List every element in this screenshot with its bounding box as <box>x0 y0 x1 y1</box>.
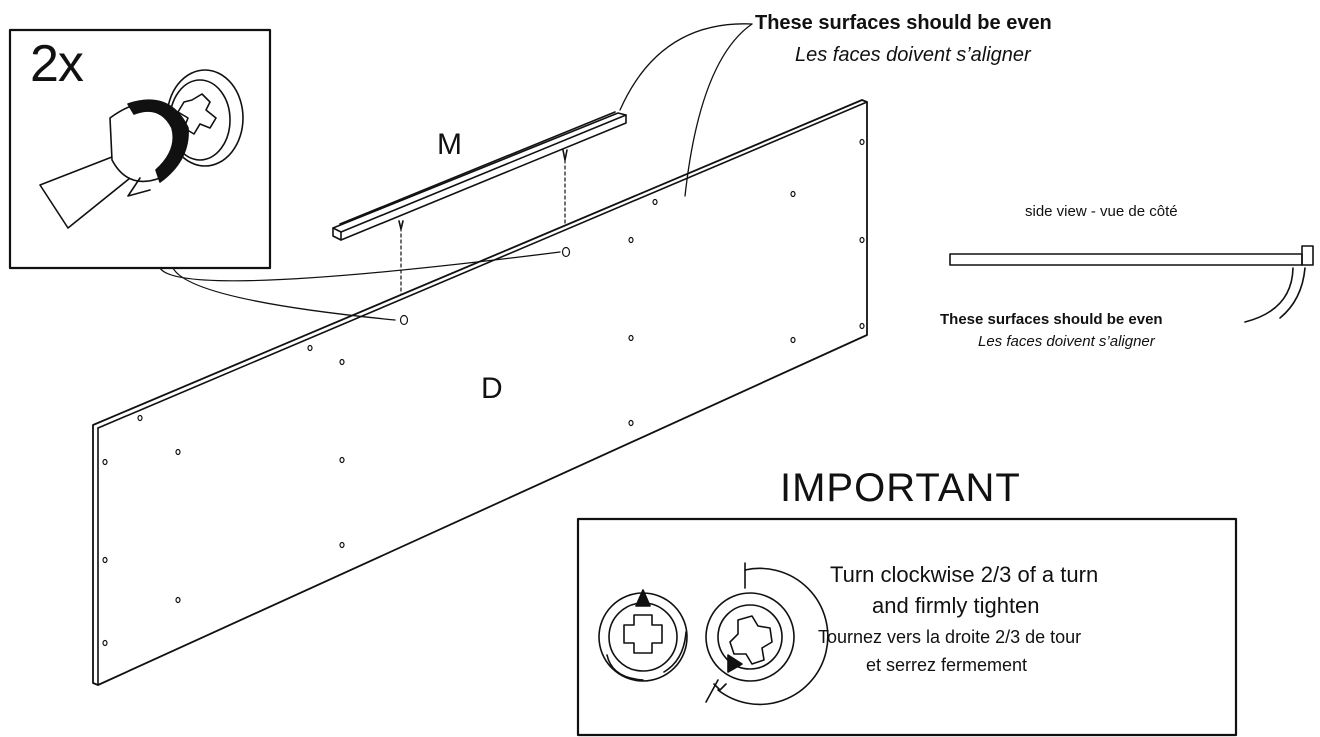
screwdriver-icon <box>39 99 189 229</box>
instruction-en-line2: and firmly tighten <box>872 593 1040 618</box>
part-d-label: D <box>481 372 503 405</box>
dowels <box>398 149 568 230</box>
inset-leaders <box>159 251 561 321</box>
quantity-label: 2x <box>30 35 84 93</box>
panel-holes <box>102 138 865 647</box>
inset-frame <box>8 28 272 270</box>
side-view-note-fr: Les faces doivent s’aligner <box>978 333 1155 350</box>
top-note-leaders <box>619 23 753 197</box>
top-note-en: These surfaces should be even <box>755 12 1052 34</box>
cam-lock-rotated-icon <box>598 589 688 682</box>
rotation-arrow-icon <box>705 562 829 706</box>
important-title: IMPORTANT <box>780 466 1021 510</box>
dowel-guides <box>400 159 566 299</box>
instruction-fr-line1: Tournez vers la droite 2/3 de tour <box>818 627 1082 647</box>
important-box <box>576 517 1238 737</box>
side-view-title: side view - vue de côté <box>1025 203 1178 220</box>
panel-d <box>92 99 868 686</box>
part-m-label: M <box>437 128 462 161</box>
side-view-drawing <box>949 245 1314 323</box>
side-view-note-en: These surfaces should be even <box>940 311 1163 328</box>
rail-m <box>332 111 627 241</box>
instruction-fr-line2: et serrez fermement <box>866 655 1028 675</box>
instruction-en-line1: Turn clockwise 2/3 of a turn <box>830 562 1099 587</box>
top-note-fr: Les faces doivent s’aligner <box>795 44 1031 66</box>
